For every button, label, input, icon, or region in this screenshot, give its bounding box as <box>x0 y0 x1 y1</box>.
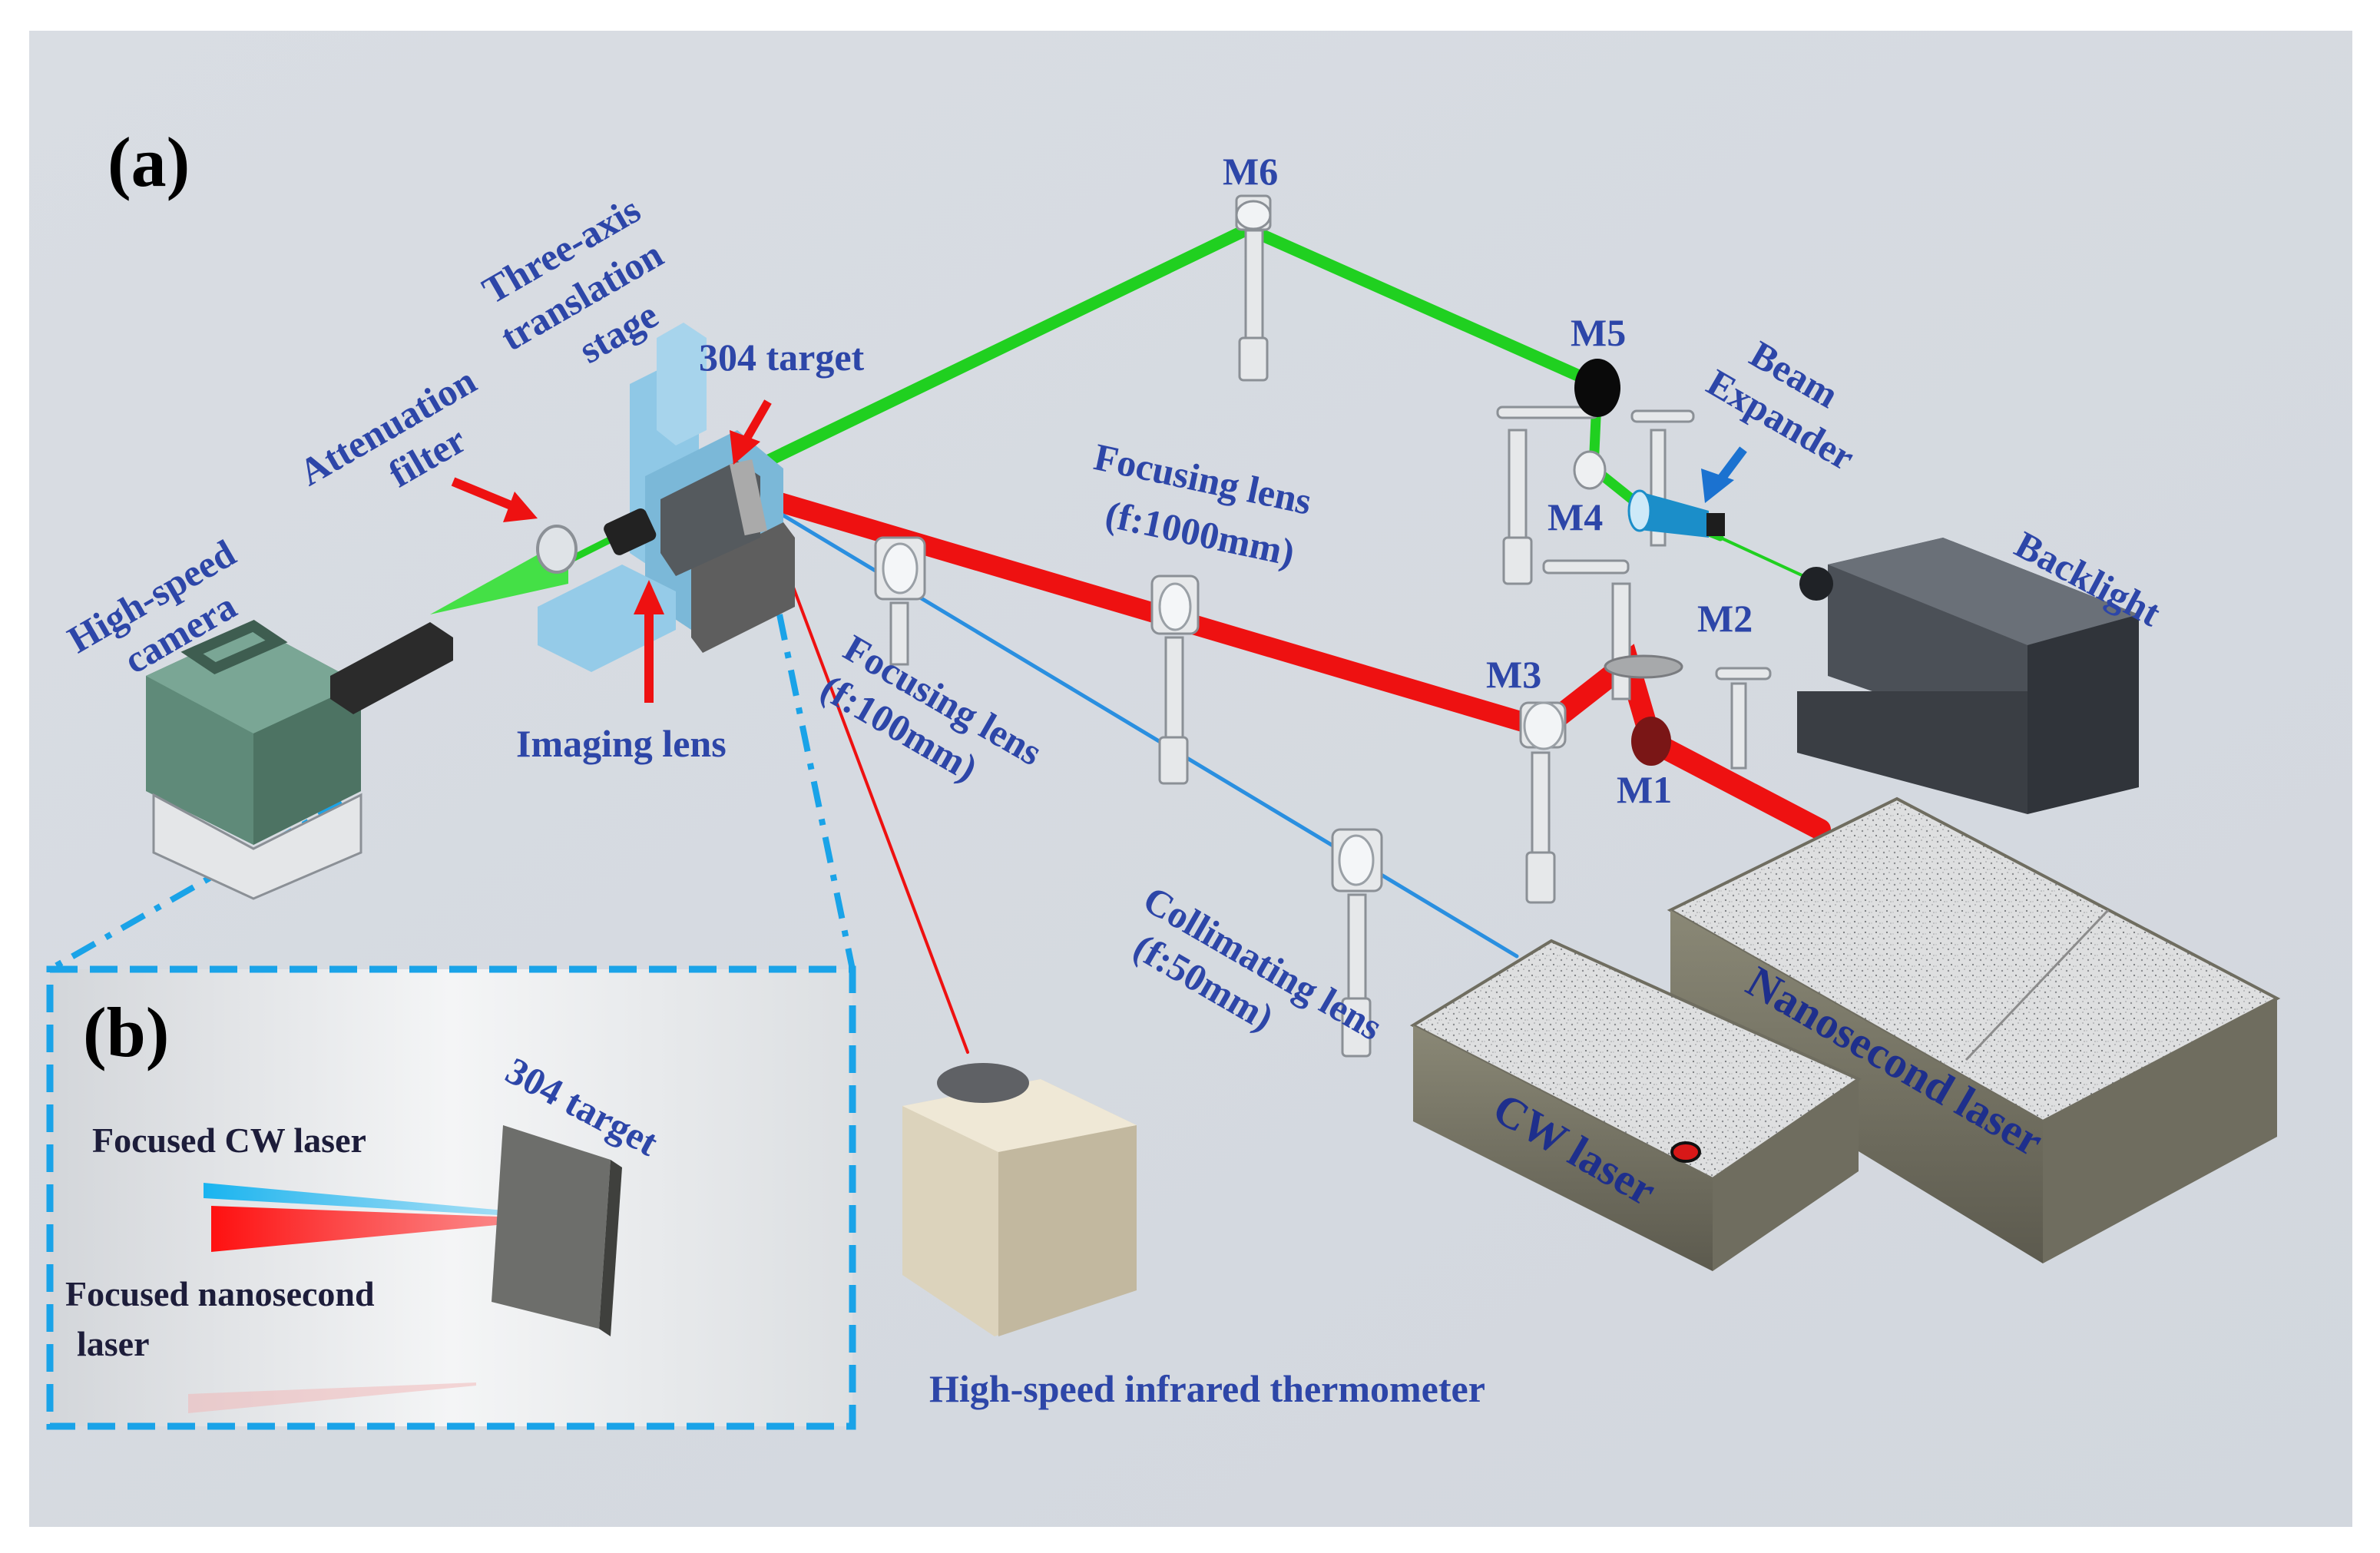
label-imaging-lens: Imaging lens <box>516 722 727 765</box>
arrow-304-target <box>730 399 772 465</box>
label-mirror-m4: M4 <box>1547 495 1603 538</box>
arrow-attenuation-filter <box>451 477 538 522</box>
label-translation-stage: Three-axis translation stage <box>468 183 706 402</box>
label-mirror-m2: M2 <box>1697 597 1753 640</box>
inset-panel <box>46 965 856 1430</box>
label-mirror-m3: M3 <box>1486 653 1541 696</box>
pointer-arrows <box>451 399 772 703</box>
inset-cw-beam <box>204 1183 538 1217</box>
beam-expander-device <box>1627 489 1725 538</box>
cw-laser-device <box>1409 939 1862 1271</box>
inset-ns-beam <box>211 1206 538 1252</box>
optic-faces <box>882 200 1683 886</box>
panel-label-b: (b) <box>83 993 169 1071</box>
backlight-device <box>1797 538 2139 814</box>
panel-label-a: (a) <box>108 123 190 201</box>
label-mirror-m1: M1 <box>1617 768 1672 811</box>
optical-posts <box>874 194 1772 1058</box>
label-ir-thermometer: High-speed infrared thermometer <box>929 1367 1485 1410</box>
arrow-beam-expander <box>1701 446 1747 503</box>
high-speed-camera-device <box>146 620 453 900</box>
inset-label-ns-laser: Focused nanosecond laser <box>65 1274 383 1363</box>
arrow-imaging-lens <box>634 580 664 703</box>
inset-projection-lines <box>48 614 856 972</box>
inset-label-cw-laser: Focused CW laser <box>92 1121 366 1160</box>
ir-thermometer-device <box>902 1063 1137 1336</box>
label-304-target: 304 target <box>699 336 865 379</box>
label-mirror-m5: M5 <box>1571 311 1626 354</box>
imaging-lens-device <box>536 508 657 574</box>
inset-target-304 <box>492 1125 611 1329</box>
target-304-small <box>729 459 768 536</box>
label-mirror-m6: M6 <box>1223 150 1278 193</box>
